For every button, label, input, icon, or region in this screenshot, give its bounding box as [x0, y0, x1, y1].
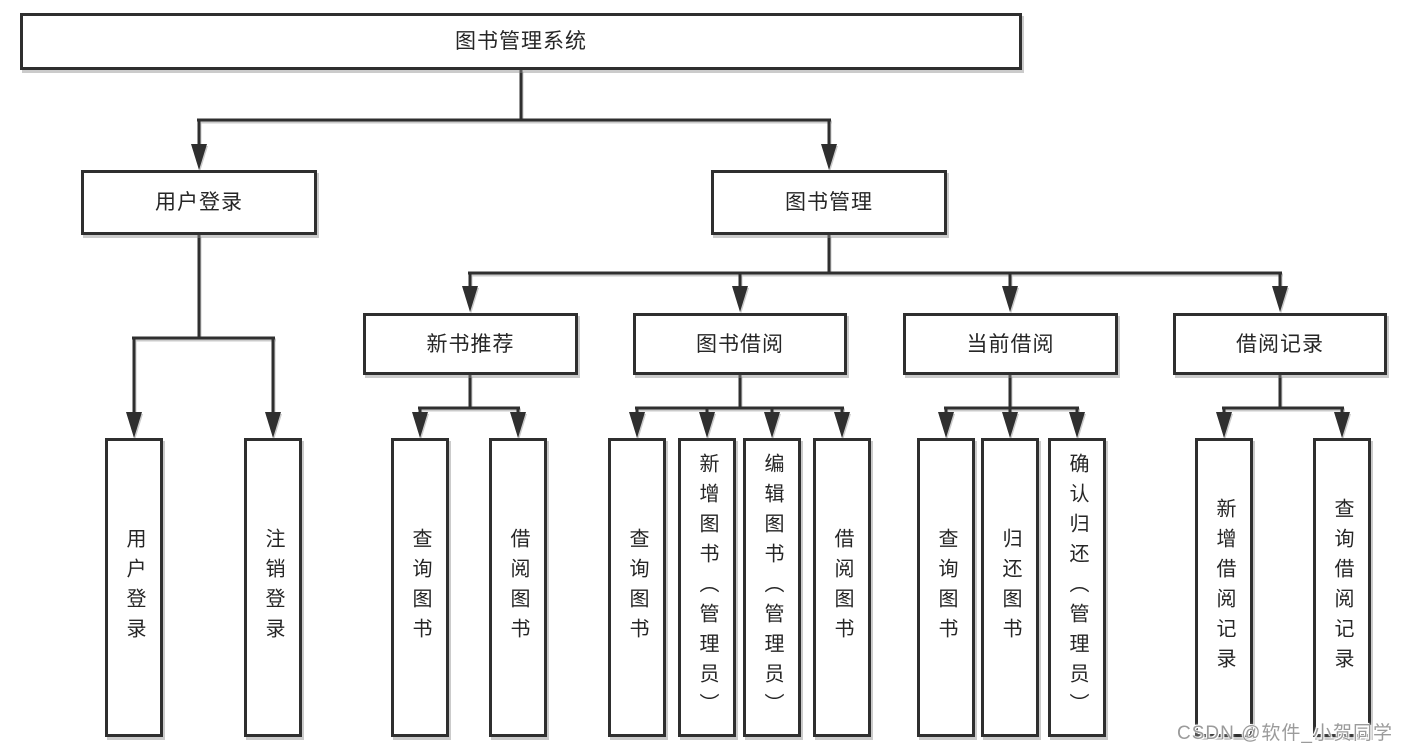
leaf-label: 新增借阅记录 — [1213, 497, 1235, 678]
leaf-query-books-recommend: 查询图书 — [391, 438, 449, 737]
leaf-label: 归还图书 — [999, 527, 1021, 648]
leaf-label: 借阅图书 — [831, 527, 853, 648]
leaf-label: 借阅图书 — [507, 527, 529, 648]
node-label: 用户登录 — [155, 191, 243, 214]
leaf-query-books-current: 查询图书 — [917, 438, 975, 737]
leaf-borrow-books: 借阅图书 — [813, 438, 871, 737]
watermark: CSDN @软件_小贺同学 — [1177, 723, 1393, 744]
leaf-label: 新增图书（管理员） — [696, 452, 718, 723]
leaf-borrow-books-recommend: 借阅图书 — [489, 438, 547, 737]
leaf-user-login: 用户登录 — [105, 438, 163, 737]
leaf-label: 查询图书 — [409, 527, 431, 648]
node-label: 新书推荐 — [426, 332, 515, 356]
node-label: 当前借阅 — [966, 332, 1055, 356]
leaf-label: 用户登录 — [123, 527, 145, 648]
node-label: 借阅记录 — [1236, 332, 1324, 356]
leaf-logout: 注销登录 — [244, 438, 302, 737]
node-borrowing-records: 借阅记录 — [1173, 313, 1387, 375]
leaf-label: 查询借阅记录 — [1331, 497, 1353, 678]
leaf-query-borrow-record: 查询借阅记录 — [1313, 438, 1371, 737]
leaf-query-books-borrow: 查询图书 — [608, 438, 666, 737]
node-book-management: 图书管理 — [711, 170, 947, 235]
leaf-confirm-return-admin: 确认归还（管理员） — [1048, 438, 1106, 737]
node-book-borrowing: 图书借阅 — [633, 313, 847, 375]
node-user-login: 用户登录 — [81, 170, 317, 235]
leaf-label: 查询图书 — [626, 527, 648, 648]
node-label: 图书管理系统 — [455, 30, 587, 53]
node-label: 图书借阅 — [696, 332, 784, 356]
node-library-management-system: 图书管理系统 — [20, 13, 1022, 70]
leaf-add-books-admin: 新增图书（管理员） — [678, 438, 736, 737]
node-current-borrowing: 当前借阅 — [903, 313, 1118, 375]
node-new-book-recommendation: 新书推荐 — [363, 313, 578, 375]
node-label: 图书管理 — [785, 191, 873, 214]
leaf-label: 注销登录 — [262, 527, 284, 648]
leaf-edit-books-admin: 编辑图书（管理员） — [743, 438, 801, 737]
leaf-label: 编辑图书（管理员） — [761, 452, 783, 723]
leaf-label: 查询图书 — [935, 527, 957, 648]
leaf-return-books: 归还图书 — [981, 438, 1039, 737]
leaf-add-borrow-record: 新增借阅记录 — [1195, 438, 1253, 737]
leaf-label: 确认归还（管理员） — [1066, 452, 1088, 723]
